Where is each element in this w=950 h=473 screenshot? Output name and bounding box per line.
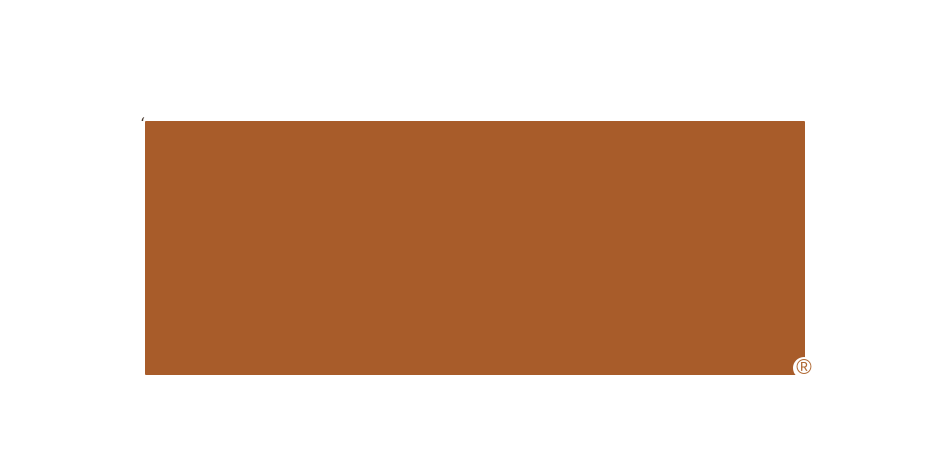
registered-trademark-icon: ® (793, 357, 815, 379)
orange-logo-block (145, 121, 805, 375)
